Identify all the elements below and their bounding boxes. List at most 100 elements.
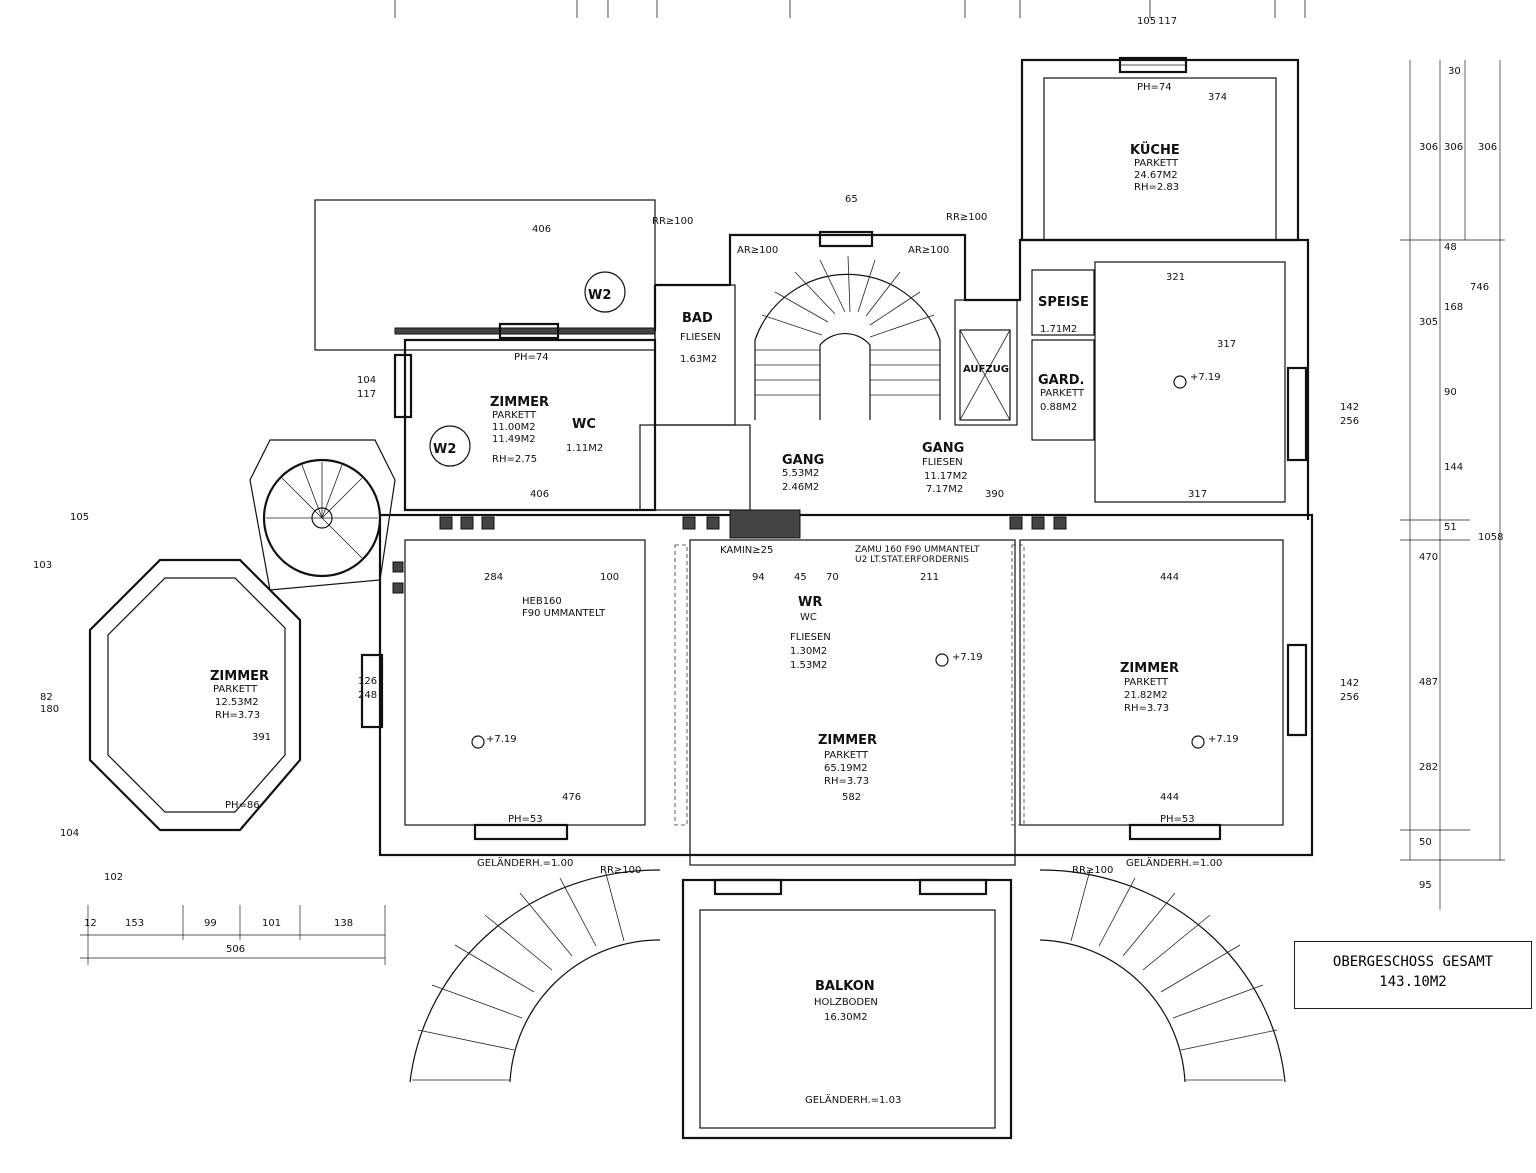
dimension-label: 105 <box>70 512 89 523</box>
kitchen-floor: PARKETT <box>1134 158 1179 169</box>
dimension-label: 317 <box>1188 489 1207 500</box>
level-ne: +7.19 <box>1190 372 1221 383</box>
balcony-floor: HOLZBODEN <box>814 997 878 1008</box>
wr-floor: FLIESEN <box>790 632 831 643</box>
dimension-label: 101 <box>262 918 281 929</box>
dimension-label: 582 <box>842 792 861 803</box>
dimension-label: 406 <box>532 224 551 235</box>
rr-note-sw: RR≥100 <box>600 865 641 876</box>
center-spiral-stair <box>754 255 941 420</box>
dimension-label: 390 <box>985 489 1004 500</box>
center-gang-area: 5.53M2 <box>782 468 819 479</box>
top-grid-ticks <box>394 0 1306 18</box>
sill-note-oct: PH=86 <box>225 800 260 811</box>
lt-note: U2 LT.STAT.ERFORDERNIS <box>855 555 969 565</box>
nw-room-area1: 11.00M2 <box>492 422 536 433</box>
dimension-label: 45 <box>794 572 807 583</box>
dimension-label: 256 <box>1340 692 1359 703</box>
east-room-area: 21.82M2 <box>1124 690 1168 701</box>
dimension-label: 82 <box>40 692 53 703</box>
pantry-name: SPEISE <box>1038 295 1089 310</box>
rr-note-ne: RR≥100 <box>946 212 987 223</box>
east-gang-floor: FLIESEN <box>922 457 963 468</box>
dimension-label: 126 <box>358 676 377 687</box>
south-west-curved-stair <box>409 869 661 1083</box>
summary-title: OBERGESCHOSS GESAMT <box>1332 954 1494 970</box>
summary-area: 143.10M2 <box>1379 974 1447 990</box>
dimension-label: 1058 <box>1478 532 1503 543</box>
east-room-name: ZIMMER <box>1120 661 1179 676</box>
bath-area: 1.63M2 <box>680 354 717 365</box>
room-labels: KÜCHE PARKETT 24.67M2 RH=2.83 ZIMMER PAR… <box>210 142 1180 1023</box>
w2-tag-north: W2 <box>588 288 611 303</box>
dimension-label: 506 <box>226 944 245 955</box>
dimension-label: 444 <box>1160 572 1179 583</box>
bath-name: BAD <box>682 311 713 326</box>
center-gang-area2: 2.46M2 <box>782 482 819 493</box>
north-wing-walls <box>655 230 1310 520</box>
dimension-label: 102 <box>104 872 123 883</box>
center-room-floor: PARKETT <box>824 750 869 761</box>
railing-balcony: GELÄNDERH.=1.03 <box>805 1093 901 1106</box>
dimension-label: 142 <box>1340 402 1359 413</box>
dimension-label: 321 <box>1166 272 1185 283</box>
wc-name: WC <box>572 417 596 432</box>
sill-note-se: PH=53 <box>1160 814 1195 825</box>
main-floor-walls <box>360 509 1314 866</box>
dimension-label: 51 <box>1444 522 1457 533</box>
rr-note-nw: RR≥100 <box>652 216 693 227</box>
nw-room-height: RH=2.75 <box>492 454 537 465</box>
dimension-label: 317 <box>1217 339 1236 350</box>
dimension-label: 70 <box>826 572 839 583</box>
elevator-name: AUFZUG <box>963 364 1009 375</box>
dimension-label: 305 <box>1419 317 1438 328</box>
bottom-left-dimension-chain <box>80 905 386 965</box>
beam-note-f90: F90 UMMANTELT <box>522 608 606 619</box>
dimension-label: 99 <box>204 918 217 929</box>
wardrobe-floor: PARKETT <box>1040 388 1085 399</box>
east-room-floor: PARKETT <box>1124 677 1169 688</box>
wardrobe-area: 0.88M2 <box>1040 402 1077 413</box>
dimension-label: 391 <box>252 732 271 743</box>
dimension-label: 104 <box>60 828 79 839</box>
dimension-label: 94 <box>752 572 765 583</box>
pantry-area: 1.71M2 <box>1040 324 1077 335</box>
ar-note-w: AR≥100 <box>737 245 778 256</box>
center-room-area: 65.19M2 <box>824 763 868 774</box>
dimension-label: 476 <box>562 792 581 803</box>
dimension-label: 117 <box>357 389 376 400</box>
dimension-label: 487 <box>1419 677 1438 688</box>
dimension-label: 374 <box>1208 92 1227 103</box>
dimension-label: 30 <box>1448 66 1461 77</box>
level-e: +7.19 <box>1208 734 1239 745</box>
dimension-label: 142 <box>1340 678 1359 689</box>
dimension-label: 306 <box>1444 142 1463 153</box>
window-tags: W2 W2 <box>429 271 626 467</box>
dimension-label: 103 <box>33 560 52 571</box>
dimension-label: 65 <box>845 194 858 205</box>
oct-room-floor: PARKETT <box>213 684 258 695</box>
oct-room-height: RH=3.73 <box>215 710 260 721</box>
wc-area: 1.11M2 <box>566 443 603 454</box>
railing-se: GELÄNDERH.=1.00 <box>1126 856 1222 869</box>
balcony-area: 16.30M2 <box>824 1012 868 1023</box>
kamin-note: KAMIN≥25 <box>720 545 773 556</box>
wr-sub: WC <box>800 612 817 623</box>
nw-room-area2: 11.49M2 <box>492 434 536 445</box>
level-w: +7.19 <box>486 734 517 745</box>
dimension-label: 153 <box>125 918 144 929</box>
balcony-name: BALKON <box>815 979 875 994</box>
dimension-label: 406 <box>530 489 549 500</box>
dimension-label: 138 <box>334 918 353 929</box>
nw-room-name: ZIMMER <box>490 395 549 410</box>
wr-name: WR <box>798 595 822 610</box>
octagon-room-walls <box>88 439 396 832</box>
wall-outlets <box>392 516 1067 594</box>
dimension-label: 168 <box>1444 302 1463 313</box>
dimension-label: 48 <box>1444 242 1457 253</box>
right-dimension-chain <box>1400 60 1505 910</box>
center-gang-name: GANG <box>782 453 824 468</box>
dimension-label: 12 <box>84 918 97 929</box>
dimension-label: 144 <box>1444 462 1463 473</box>
